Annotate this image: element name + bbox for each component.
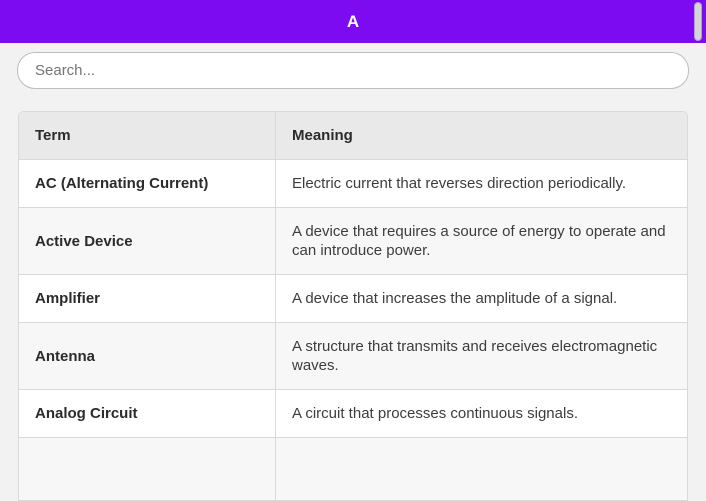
term-cell: Analog Circuit [19, 390, 276, 438]
col-header-term: Term [19, 112, 276, 160]
glossary-table: Term Meaning AC (Alternating Current) El… [18, 111, 688, 501]
meaning-cell: Electric current that reverses direction… [276, 160, 687, 208]
scrollbar-thumb[interactable] [694, 2, 702, 41]
meaning-cell: A device that requires a source of energ… [276, 208, 687, 275]
search-bar [0, 43, 706, 89]
table-row: Active Device A device that requires a s… [19, 208, 687, 275]
glossary-table-container: Term Meaning AC (Alternating Current) El… [18, 111, 688, 501]
term-cell: AC (Alternating Current) [19, 160, 276, 208]
term-cell [19, 438, 276, 500]
meaning-cell [276, 438, 687, 500]
search-input[interactable] [17, 52, 689, 89]
table-row [19, 438, 687, 500]
term-cell: Amplifier [19, 275, 276, 323]
term-cell: Active Device [19, 208, 276, 275]
table-row: AC (Alternating Current) Electric curren… [19, 160, 687, 208]
meaning-cell: A device that increases the amplitude of… [276, 275, 687, 323]
meaning-cell: A circuit that processes continuous sign… [276, 390, 687, 438]
meaning-cell: A structure that transmits and receives … [276, 323, 687, 390]
table-row: Amplifier A device that increases the am… [19, 275, 687, 323]
app-header: A [0, 0, 706, 43]
term-cell: Antenna [19, 323, 276, 390]
page-title: A [346, 12, 360, 31]
table-row: Analog Circuit A circuit that processes … [19, 390, 687, 438]
table-row: Antenna A structure that transmits and r… [19, 323, 687, 390]
table-header-row: Term Meaning [19, 112, 687, 160]
col-header-meaning: Meaning [276, 112, 687, 160]
